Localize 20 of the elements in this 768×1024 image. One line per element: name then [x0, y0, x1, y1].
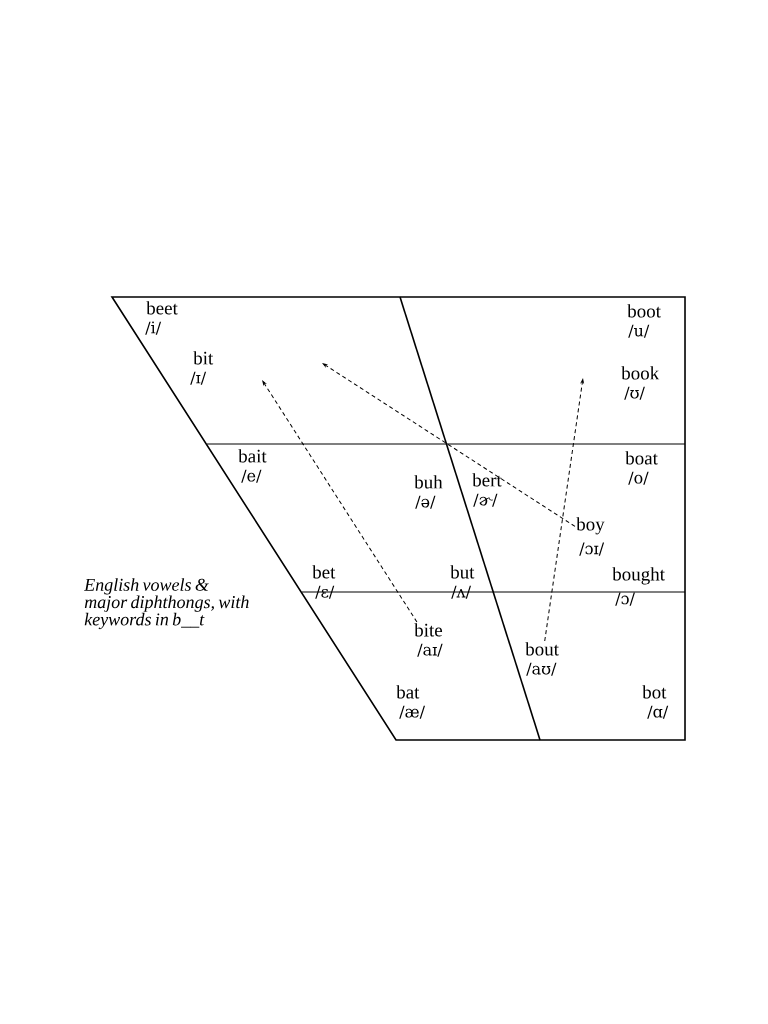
vowel-keyword: bite /aɪ/ — [414, 623, 443, 657]
diphthong-arrow — [544, 379, 584, 642]
vowel-keyword: book /ʊ/ — [621, 366, 660, 400]
vowel-keyword: boot /u/ — [627, 304, 661, 338]
vowel-keyword: buh /ə/ — [414, 475, 443, 509]
vowel-keyword: beet /i/ — [145, 301, 178, 335]
vowel-keyword: boat /o/ — [625, 451, 658, 485]
vowel-keyword: boy /ɔɪ/ — [576, 517, 605, 556]
vowel-keyword: bout /aʊ/ — [525, 642, 559, 676]
vowel-keyword: bot /ɑ/ — [642, 685, 669, 719]
vowel-keyword: bet /ɛ/ — [312, 565, 336, 599]
vowel-keyword: bait /e/ — [238, 449, 267, 483]
vowel-keyword: bit /ɪ/ — [190, 351, 214, 385]
vowel-keyword: bought /ɔ/ — [612, 567, 665, 606]
diphthong-arrow — [322, 363, 576, 527]
diphthong-arrow — [262, 380, 418, 623]
caption: English vowels & major diphthongs, with keywords in b__t — [84, 578, 249, 630]
vowel-keyword: bat /æ/ — [396, 685, 426, 719]
vowel-keyword: but /ʌ/ — [450, 565, 475, 599]
vowel-keyword: bert /ɚ/ — [472, 473, 502, 507]
